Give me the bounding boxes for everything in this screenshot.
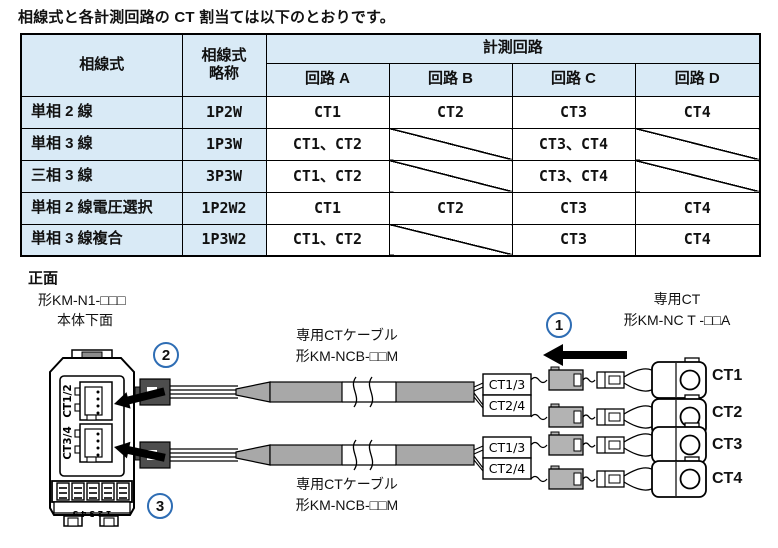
cell-circuit-d-not-applicable: [634, 159, 761, 193]
header-wiring: 相線式: [20, 33, 183, 97]
junction-label-ct13: CT1/3: [489, 377, 525, 392]
cell-circuit-d: CT4: [634, 95, 761, 129]
plug-arrow-top-icon: [114, 387, 166, 409]
step-1-marker: 1: [546, 312, 572, 338]
junction-boxes-top: CT1/3 CT2/4: [482, 373, 532, 417]
header-circuits-group: 計測回路: [265, 33, 761, 64]
cable-label-bottom: 専用CTケーブル 形KM-NCB-□□M: [262, 474, 432, 516]
ct1-clamp-drawing: [530, 357, 707, 399]
section-title: 正面: [28, 270, 59, 287]
table-row: 単相 3 線複合 1P3W2 CT1、CT2 CT3 CT4: [20, 223, 761, 257]
cell-abbr: 1P2W: [181, 95, 267, 129]
cell-circuit-d-not-applicable: [634, 127, 761, 161]
header-wiring-label: 相線式: [79, 55, 125, 73]
step-2-marker: 2: [153, 342, 179, 368]
header-circuit-d: 回路 D: [634, 62, 761, 97]
dedicated-ct-line1: 専用CT: [653, 291, 701, 307]
table-row: 単相 2 線電圧選択 1P2W2 CT1 CT2 CT3 CT4: [20, 191, 761, 225]
dedicated-ct-label: 専用CT 形KM-NC T -□□A: [582, 289, 772, 331]
cell-circuit-b: CT2: [388, 95, 513, 129]
cell-circuit-b-not-applicable: [388, 127, 513, 161]
cell-circuit-a: CT1: [265, 191, 390, 225]
cell-circuit-c: CT3: [511, 95, 636, 129]
table-row: 単相 2 線 1P2W CT1 CT2 CT3 CT4: [20, 95, 761, 129]
plug-arrow-bottom-icon: [114, 441, 166, 462]
header-circuit-c: 回路 C: [511, 62, 636, 97]
cell-circuit-a: CT1、CT2: [265, 159, 390, 193]
header-circuit-b: 回路 B: [388, 62, 513, 97]
junction-boxes-bottom: CT1/3 CT2/4: [482, 436, 532, 480]
unit-caption-label: 本体下面: [57, 312, 113, 328]
km-n1-unit-drawing: CT1/2 CT3/4: [49, 349, 135, 527]
header-circuit-a: 回路 A: [265, 62, 390, 97]
cell-circuit-c: CT3: [511, 191, 636, 225]
cell-abbr: 1P3W: [181, 127, 267, 161]
cable-label-line2: 形KM-NCB-□□M: [295, 348, 399, 364]
ct-cable-bottom-drawing: [134, 439, 484, 472]
junction-label-ct13: CT1/3: [489, 440, 525, 455]
cell-circuit-c: CT3: [511, 223, 636, 257]
unit-model-label: 形KM-N1-□□□: [38, 292, 126, 308]
wiring-diagram: CT1/3 CT2/4 CT1/3 CT2/4: [0, 263, 778, 548]
cell-circuit-b-not-applicable: [388, 223, 513, 257]
ct1-label: CT1: [712, 367, 743, 384]
diagram-line-art: CT1/3 CT2/4 CT1/3 CT2/4: [49, 344, 707, 527]
step-3-marker: 3: [147, 493, 173, 519]
header-abbr: 相線式 略称: [181, 33, 267, 97]
cell-circuit-c: CT3、CT4: [511, 127, 636, 161]
cell-wiring: 単相 2 線: [20, 95, 183, 129]
cable-label-line2: 形KM-NCB-□□M: [295, 497, 399, 513]
cell-wiring: 三相 3 線: [20, 159, 183, 193]
cable-label-top: 専用CTケーブル 形KM-NCB-□□M: [262, 325, 432, 367]
table-row: 三相 3 線 3P3W CT1、CT2 CT3、CT4: [20, 159, 761, 193]
cell-abbr: 1P2W2: [181, 191, 267, 225]
cable-label-line1: 専用CTケーブル: [296, 327, 398, 343]
terminal-numbers: 1 2 3 4 5: [72, 509, 111, 518]
header-abbr-line2: 略称: [208, 65, 239, 83]
ct4-clamp-drawing: [530, 456, 707, 498]
cell-circuit-b-not-applicable: [388, 159, 513, 193]
cell-circuit-a: CT1、CT2: [265, 127, 390, 161]
socket-label-ct12: CT1/2: [62, 384, 74, 417]
cell-circuit-d: CT4: [634, 223, 761, 257]
cell-circuit-c: CT3、CT4: [511, 159, 636, 193]
cell-circuit-a: CT1: [265, 95, 390, 129]
cell-circuit-b: CT2: [388, 191, 513, 225]
cable-label-line1: 専用CTケーブル: [296, 476, 398, 492]
ct-assignment-table: 相線式 相線式 略称 計測回路 回路 A 回路 B 回路 C 回路 D 単相 2…: [20, 33, 761, 257]
ct2-label: CT2: [712, 404, 743, 421]
header-abbr-line1: 相線式: [201, 46, 247, 64]
cell-abbr: 3P3W: [181, 159, 267, 193]
socket-label-ct34: CT3/4: [62, 426, 74, 459]
cell-wiring: 単相 3 線複合: [20, 223, 183, 257]
table-header-row-2: 回路 A 回路 B 回路 C 回路 D: [21, 62, 761, 97]
cell-wiring: 単相 3 線: [20, 127, 183, 161]
junction-label-ct24: CT2/4: [489, 461, 526, 476]
cell-abbr: 1P3W2: [181, 223, 267, 257]
cell-circuit-a: CT1、CT2: [265, 223, 390, 257]
junction-label-ct24: CT2/4: [489, 398, 526, 413]
ct3-label: CT3: [712, 436, 743, 453]
ct-cable-top-drawing: [134, 376, 484, 409]
table-header-row-1: 相線式 相線式 略称 計測回路: [20, 33, 761, 97]
page-title: 相線式と各計測回路の CT 割当ては以下のとおりです。: [18, 9, 395, 26]
cell-wiring: 単相 2 線電圧選択: [20, 191, 183, 225]
ct4-label: CT4: [712, 470, 743, 487]
table-row: 単相 3 線 1P3W CT1、CT2 CT3、CT4: [20, 127, 761, 161]
cell-circuit-d: CT4: [634, 191, 761, 225]
left-arrow-icon: [543, 344, 627, 366]
dedicated-ct-line2: 形KM-NC T -□□A: [623, 312, 731, 328]
ct3-clamp-drawing: [530, 422, 707, 464]
